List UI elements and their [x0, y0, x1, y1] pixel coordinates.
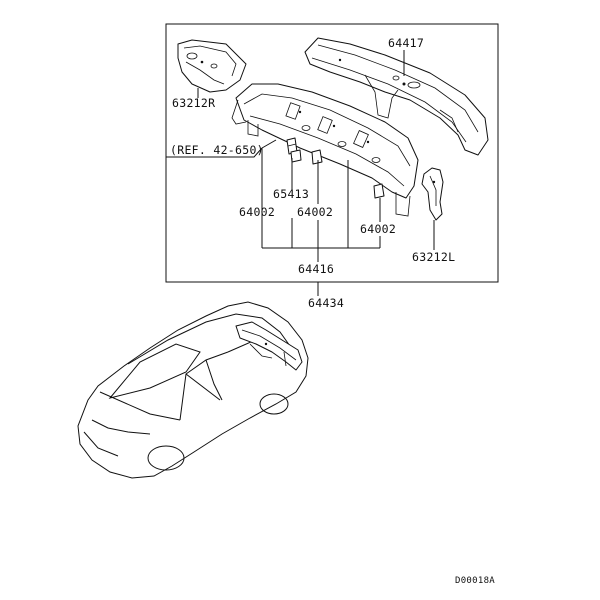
callout-64002-c: 64002 [360, 222, 396, 236]
callout-64416: 64416 [298, 262, 334, 276]
part-63212R-gusset-right[interactable] [177, 39, 247, 93]
callout-63212R: 63212R [172, 96, 215, 110]
callout-64417: 64417 [388, 36, 424, 50]
drawing-code: D00018A [455, 576, 495, 586]
leader-lines [166, 50, 435, 296]
part-64002-clip-b[interactable] [311, 149, 323, 165]
part-63212L-gusset-left[interactable] [421, 167, 444, 221]
part-64002-clip-c[interactable] [373, 183, 385, 199]
ref-note: (REF. 42-650) [170, 143, 264, 157]
assembly-frame [165, 23, 499, 283]
vehicle-outline [77, 301, 309, 479]
part-64417-upper-rear-panel[interactable] [304, 37, 489, 156]
callout-65413: 65413 [273, 187, 309, 201]
vehicle-panel-location [235, 321, 303, 371]
callout-64002-b: 64002 [297, 205, 333, 219]
callout-63212L: 63212L [412, 250, 455, 264]
callout-64002-a: 64002 [239, 205, 275, 219]
callout-64434: 64434 [308, 296, 344, 310]
part-64416-rear-panel-assembly[interactable] [231, 83, 419, 217]
